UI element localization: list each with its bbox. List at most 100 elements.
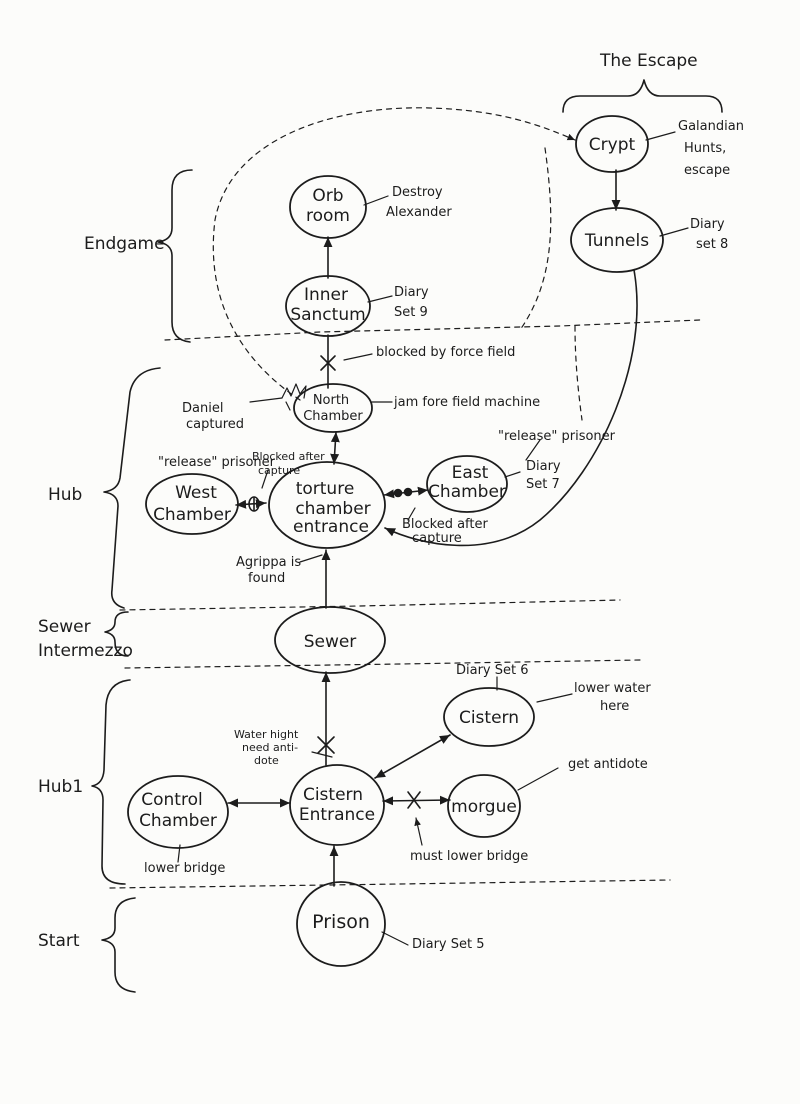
brace-hub1 (91, 679, 131, 885)
edge-west-torture (235, 499, 267, 509)
node-orb-room: Orb room (289, 175, 367, 239)
east-blocked-note-2: capture (412, 531, 462, 546)
torture-label-2: chamber (295, 499, 370, 519)
water-high-note-3: dote (254, 754, 279, 767)
cistern-water-note-1: lower water (574, 681, 651, 696)
bridge-note: must lower bridge (410, 849, 528, 864)
east-chamber-label-1: East (452, 463, 489, 483)
cistern-entrance-label-2: Entrance (299, 805, 375, 825)
west-chamber-label-2: Chamber (153, 505, 231, 525)
crypt-note-1: Galandian (678, 119, 744, 134)
brace-escape (562, 79, 723, 113)
west-blocked-note-1: Blocked after (252, 450, 325, 463)
north-chamber-label-2: Chamber (303, 409, 363, 424)
north-chamber-note: jam fore field machine (393, 395, 540, 410)
east-diary-note-2: Set 7 (526, 477, 560, 492)
section-endgame-label: Endgame (84, 234, 165, 254)
node-control-chamber: Control Chamber (127, 775, 229, 849)
node-west-chamber: West Chamber (145, 473, 239, 535)
east-blocked-note-1: Blocked after (402, 517, 488, 532)
node-north-chamber: North Chamber (293, 383, 373, 433)
west-gate-blocker (248, 496, 260, 512)
section-start-label: Start (38, 931, 80, 951)
control-chamber-label-1: Control (141, 790, 202, 810)
section-sewer-label-2: Intermezzo (38, 641, 133, 661)
control-chamber-label-2: Chamber (139, 811, 217, 831)
edge-north-torture (330, 431, 340, 465)
brace-sewer (104, 611, 129, 657)
prison-label: Prison (312, 911, 370, 933)
node-crypt: Crypt (575, 115, 649, 173)
torture-label-1: torture (296, 479, 355, 499)
north-chamber-label-1: North (313, 393, 349, 408)
east-chamber-label-2: Chamber (428, 482, 506, 502)
morgue-label: morgue (451, 797, 517, 817)
antidote-note: get antidote (568, 757, 648, 772)
section-sewer-label-1: Sewer (38, 617, 91, 637)
water-high-note-2: need anti- (242, 741, 298, 754)
bridge-x-marker (407, 791, 421, 809)
daniel-capture-burst (281, 383, 307, 411)
dashed-endgame-boundary (519, 147, 552, 331)
east-release-note: "release" prisoner (498, 429, 616, 444)
section-hub-label: Hub (48, 485, 82, 505)
inner-sanctum-label-1: Inner (304, 285, 348, 305)
brace-start (101, 897, 136, 993)
edge-entrance-cistern (374, 734, 451, 779)
orb-note-1: Destroy (392, 185, 443, 200)
node-cistern: Cistern (443, 687, 535, 747)
agrippa-note-1: Agrippa is (236, 555, 301, 570)
edge-entrance-morgue (382, 795, 451, 806)
orb-room-label-1: Orb (312, 186, 343, 206)
divider-sewer-hub1 (124, 659, 641, 669)
node-cistern-entrance: Cistern Entrance (289, 764, 385, 846)
sewer-label: Sewer (304, 632, 357, 652)
dashed-sanctum-side (574, 325, 583, 421)
orb-room-label-2: room (306, 206, 350, 226)
west-release-note: "release" prisoner (158, 455, 276, 470)
torture-label-3: entrance (293, 517, 369, 537)
diagram-title: The Escape (599, 51, 698, 71)
annotation-pointers (177, 131, 689, 946)
control-note: lower bridge (144, 861, 225, 876)
node-sewer: Sewer (274, 606, 386, 674)
node-tunnels: Tunnels (570, 207, 664, 273)
divider-hub1-start (109, 879, 671, 889)
west-blocked-note-2: capture (258, 464, 300, 477)
cistern-label: Cistern (459, 708, 519, 728)
cistern-water-note-2: here (600, 699, 629, 714)
section-hub1-label: Hub1 (38, 777, 83, 797)
water-high-note-1: Water hight (234, 728, 299, 741)
daniel-note-2: captured (186, 417, 244, 432)
cistern-entrance-label-1: Cistern (303, 785, 363, 805)
east-gate-blocker (393, 487, 413, 498)
brace-hub (103, 367, 161, 609)
tunnels-note-1: Diary (690, 217, 725, 232)
crypt-note-3: escape (684, 163, 730, 178)
force-field-note: blocked by force field (376, 345, 515, 360)
water-high-x-marker (317, 736, 335, 754)
node-east-chamber: East Chamber (426, 455, 508, 513)
node-prison: Prison (296, 881, 386, 967)
node-inner-sanctum: Inner Sanctum (285, 275, 371, 337)
force-field-x-marker (320, 355, 336, 371)
divider-hub-sewer (119, 599, 621, 611)
cistern-diary-note: Diary Set 6 (456, 663, 529, 678)
crypt-label: Crypt (589, 135, 636, 155)
tunnels-label: Tunnels (584, 231, 649, 251)
node-morgue: morgue (447, 774, 521, 838)
sanctum-note-1: Diary (394, 285, 429, 300)
sanctum-note-2: Set 9 (394, 305, 428, 320)
agrippa-note-2: found (248, 571, 285, 586)
east-diary-note-1: Diary (526, 459, 561, 474)
west-chamber-label-1: West (175, 483, 217, 503)
inner-sanctum-label-2: Sanctum (290, 305, 365, 325)
prison-note: Diary Set 5 (412, 937, 485, 952)
crypt-note-2: Hunts, (684, 141, 726, 156)
orb-note-2: Alexander (386, 205, 452, 220)
edge-tunnels-torture (384, 269, 638, 547)
tunnels-note-2: set 8 (696, 237, 728, 252)
brace-endgame (157, 169, 193, 343)
